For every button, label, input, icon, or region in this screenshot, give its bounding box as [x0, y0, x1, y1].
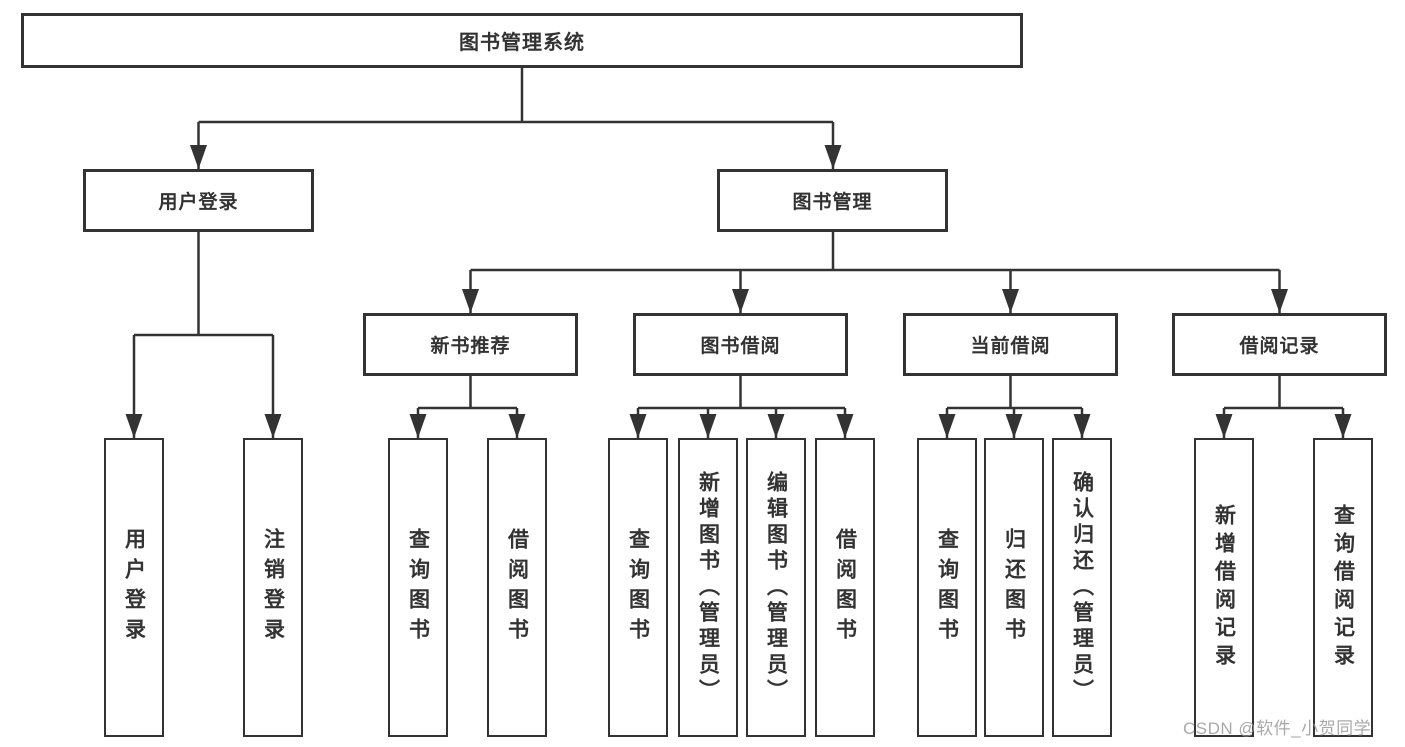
- arrowhead-icons-records-leaves: [1215, 414, 1352, 438]
- arrowhead-icons-recommend-leaves: [409, 414, 526, 438]
- arrowhead-icons-borrowing-leaves: [629, 414, 854, 438]
- node-leaf-confirm-return-admin: 确认归还（管理员）: [1052, 438, 1112, 737]
- node-leaf-add-borrow-record-label: 新增借阅记录: [1212, 503, 1236, 672]
- connector-current-to-leaves: [945, 376, 1084, 438]
- node-root-system: 图书管理系统: [21, 13, 1023, 68]
- node-current-borrowing-label: 当前借阅: [970, 336, 1051, 357]
- node-user-login-label: 用户登录: [158, 192, 239, 213]
- node-leaf-user-login: 用户登录: [104, 438, 164, 737]
- node-leaf-borrow-books-borrowing-label: 借阅图书: [833, 527, 857, 648]
- node-leaf-query-borrow-record-label: 查询借阅记录: [1331, 503, 1355, 672]
- node-leaf-query-books-current: 查询图书: [917, 438, 977, 737]
- node-leaf-query-books-current-label: 查询图书: [935, 527, 959, 648]
- node-borrowing-records-label: 借阅记录: [1239, 336, 1320, 357]
- node-book-management: 图书管理: [717, 169, 948, 232]
- node-leaf-confirm-return-admin-label: 确认归还（管理员）: [1070, 470, 1094, 705]
- node-leaf-edit-books-admin: 编辑图书（管理员）: [746, 438, 806, 737]
- node-root-label: 图书管理系统: [459, 32, 585, 54]
- node-leaf-query-books-recommend-label: 查询图书: [406, 527, 430, 648]
- node-leaf-logout-label: 注销登录: [261, 527, 285, 648]
- connector-userlogin-to-leaves: [132, 232, 275, 438]
- node-leaf-return-books: 归还图书: [984, 438, 1044, 737]
- node-book-borrowing-label: 图书借阅: [700, 336, 781, 357]
- connector-recommend-to-leaves: [416, 376, 519, 438]
- node-user-login: 用户登录: [83, 169, 314, 232]
- node-borrowing-records: 借阅记录: [1172, 313, 1387, 376]
- arrowhead-icons-level2: [190, 145, 842, 169]
- node-leaf-borrow-books-borrowing: 借阅图书: [815, 438, 875, 737]
- node-leaf-query-books-borrowing: 查询图书: [608, 438, 668, 737]
- arrowhead-icons-userlogin-leaves: [125, 414, 282, 438]
- node-leaf-add-books-admin: 新增图书（管理员）: [678, 438, 738, 737]
- node-leaf-logout: 注销登录: [243, 438, 303, 737]
- node-leaf-add-borrow-record: 新增借阅记录: [1194, 438, 1254, 737]
- node-leaf-edit-books-admin-label: 编辑图书（管理员）: [764, 470, 788, 705]
- node-leaf-query-books-borrowing-label: 查询图书: [626, 527, 650, 648]
- arrowhead-icons-current-leaves: [938, 414, 1091, 438]
- node-current-borrowing: 当前借阅: [903, 313, 1118, 376]
- node-leaf-user-login-label: 用户登录: [122, 527, 146, 648]
- connector-borrowing-to-leaves: [636, 376, 847, 438]
- node-leaf-borrow-books-recommend: 借阅图书: [487, 438, 547, 737]
- connector-records-to-leaves: [1222, 376, 1345, 438]
- node-leaf-query-borrow-record: 查询借阅记录: [1313, 438, 1373, 737]
- csdn-watermark: CSDN @软件_小贺同学: [1183, 719, 1372, 738]
- node-book-management-label: 图书管理: [792, 192, 873, 213]
- connector-root-to-level2: [197, 68, 835, 169]
- node-new-book-recommend-label: 新书推荐: [430, 336, 511, 357]
- node-book-borrowing: 图书借阅: [633, 313, 848, 376]
- node-new-book-recommend: 新书推荐: [363, 313, 578, 376]
- node-leaf-add-books-admin-label: 新增图书（管理员）: [696, 470, 720, 705]
- connector-bookmgmt-to-level3: [469, 232, 1281, 313]
- arrowhead-icons-level3: [462, 289, 1288, 313]
- node-leaf-borrow-books-recommend-label: 借阅图书: [505, 527, 529, 648]
- node-leaf-return-books-label: 归还图书: [1002, 527, 1026, 648]
- node-leaf-query-books-recommend: 查询图书: [388, 438, 448, 737]
